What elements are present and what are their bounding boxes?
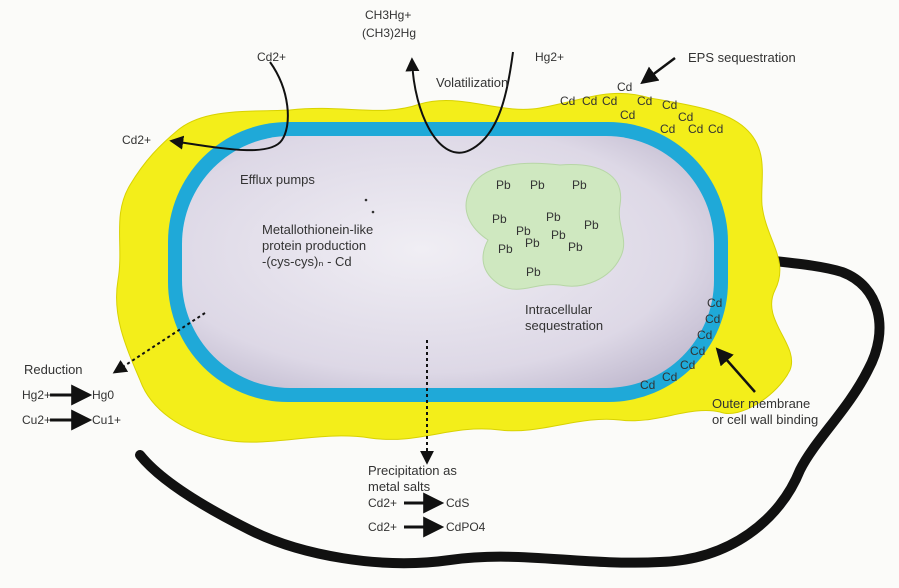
dimethyl-mercury-label: (CH3)2Hg	[362, 26, 416, 41]
pb-ion: Pb	[551, 228, 566, 242]
pb-ion: Pb	[584, 218, 599, 232]
pb-ion: Pb	[526, 265, 541, 279]
precipitation-label-2: metal salts	[368, 479, 430, 494]
intracellular-label-2: sequestration	[525, 318, 603, 333]
reduction-cu-from: Cu2+	[22, 413, 51, 427]
pb-ion: Pb	[492, 212, 507, 226]
eps-arrow	[643, 58, 675, 82]
precipitation-cdpo-from: Cd2+	[368, 520, 397, 534]
eps-cd-ion: Cd	[688, 122, 703, 136]
eps-cd-ion: Cd	[582, 94, 597, 108]
precipitation-cds-to: CdS	[446, 496, 469, 510]
pb-ion: Pb	[498, 242, 513, 256]
hg-in-label: Hg2+	[535, 50, 564, 65]
intracellular-label-1: Intracellular	[525, 302, 592, 317]
pb-ion: Pb	[568, 240, 583, 254]
precipitation-cdpo-to: CdPO4	[446, 520, 485, 534]
pb-ion: Pb	[530, 178, 545, 192]
eps-sequestration-label: EPS sequestration	[688, 50, 796, 65]
reduction-hg-from: Hg2+	[22, 388, 51, 402]
wall-cd-ion: Cd	[705, 312, 720, 326]
outer-membrane-label-2: or cell wall binding	[712, 412, 818, 427]
pb-ion: Pb	[572, 178, 587, 192]
wall-cd-ion: Cd	[640, 378, 655, 392]
wall-cd-ion: Cd	[707, 296, 722, 310]
reduction-hg-to: Hg0	[92, 388, 114, 402]
wall-cd-ion: Cd	[697, 328, 712, 342]
wall-cd-ion: Cd	[690, 344, 705, 358]
eps-cd-ion: Cd	[708, 122, 723, 136]
wall-cd-ion: Cd	[680, 358, 695, 372]
precipitation-cds-from: Cd2+	[368, 496, 397, 510]
eps-cd-ion: Cd	[660, 122, 675, 136]
metallothionein-label-1: Metallothionein-like	[262, 222, 373, 237]
precipitation-label-1: Precipitation as	[368, 463, 457, 478]
eps-cd-ion: Cd	[637, 94, 652, 108]
pb-ion: Pb	[496, 178, 511, 192]
metallothionein-label-3: -(cys-cys)ₙ - Cd	[262, 254, 352, 269]
reduction-cu-to: Cu1+	[92, 413, 121, 427]
cd-in-label: Cd2+	[257, 50, 286, 65]
eps-cd-ion: Cd	[560, 94, 575, 108]
pb-ion: Pb	[525, 236, 540, 250]
methyl-mercury-label: CH3Hg+	[365, 8, 411, 23]
eps-cd-ion: Cd	[602, 94, 617, 108]
eps-cd-ion: Cd	[620, 108, 635, 122]
metallothionein-label-2: protein production	[262, 238, 366, 253]
outer-membrane-label-1: Outer membrane	[712, 396, 810, 411]
reduction-label: Reduction	[24, 362, 83, 377]
volatilization-label: Volatilization	[436, 75, 508, 90]
pb-ion: Pb	[546, 210, 561, 224]
wall-cd-ion: Cd	[662, 370, 677, 384]
cd-out-label: Cd2+	[122, 133, 151, 148]
efflux-pumps-label: Efflux pumps	[240, 172, 315, 187]
eps-cd-ion: Cd	[662, 98, 677, 112]
eps-cd-ion: Cd	[617, 80, 632, 94]
